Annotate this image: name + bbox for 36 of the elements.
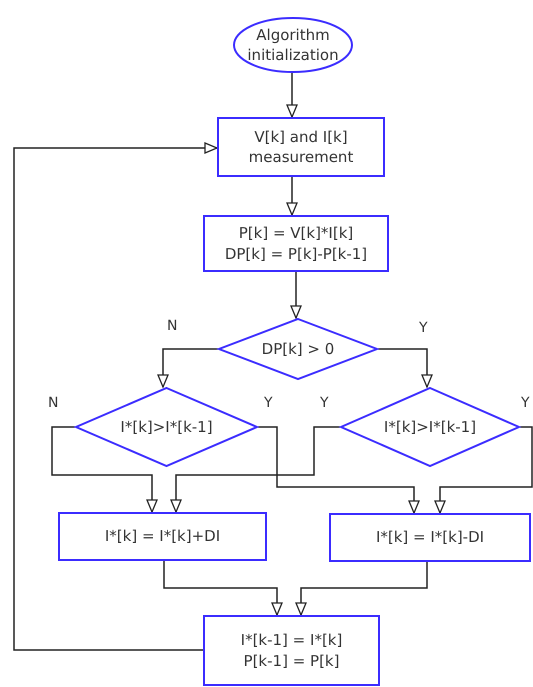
process-box <box>58 512 267 561</box>
edge-label: Y <box>419 320 428 336</box>
arrow <box>258 426 420 514</box>
process-box <box>217 117 385 177</box>
edge-label: N <box>167 318 178 334</box>
node-text: I*[k]>I*[k-1] <box>119 416 214 438</box>
arrow <box>295 562 428 616</box>
decision-diamond <box>340 387 520 467</box>
node-text: V[k] and I[k] measurement <box>248 126 354 168</box>
edge-label: Y <box>521 395 530 411</box>
decision-diamond <box>218 318 378 380</box>
arrow <box>157 348 218 388</box>
node-text: I*[k-1] = I*[k] P[k-1] = P[k] <box>240 630 344 671</box>
decision-diamond <box>75 387 258 467</box>
edge-label: N <box>48 395 58 411</box>
node-text: I*[k]>I*[k-1] <box>382 416 478 438</box>
arrow <box>170 426 340 513</box>
process-box <box>203 215 389 272</box>
arrow <box>286 177 298 216</box>
node-text: I*[k] = I*[k]-DI <box>374 527 486 548</box>
arrow <box>434 426 533 514</box>
node-text: P[k] = V[k]*I[k] DP[k] = P[k]-P[k-1] <box>224 223 368 264</box>
process-box <box>203 615 380 686</box>
arrow <box>286 73 298 118</box>
process-box <box>329 513 531 562</box>
edge-label: Y <box>264 395 273 411</box>
edge-label: Y <box>320 395 329 411</box>
node-text: I*[k] = I*[k]+DI <box>104 526 222 547</box>
arrow <box>290 272 302 319</box>
arrow <box>13 142 218 651</box>
node-text: Algorithm initialization <box>246 24 340 66</box>
arrow <box>51 426 158 513</box>
node-text: DP[k] > 0 <box>260 338 336 360</box>
arrow <box>163 561 283 616</box>
start-ellipse <box>233 17 353 73</box>
arrow <box>378 348 433 388</box>
